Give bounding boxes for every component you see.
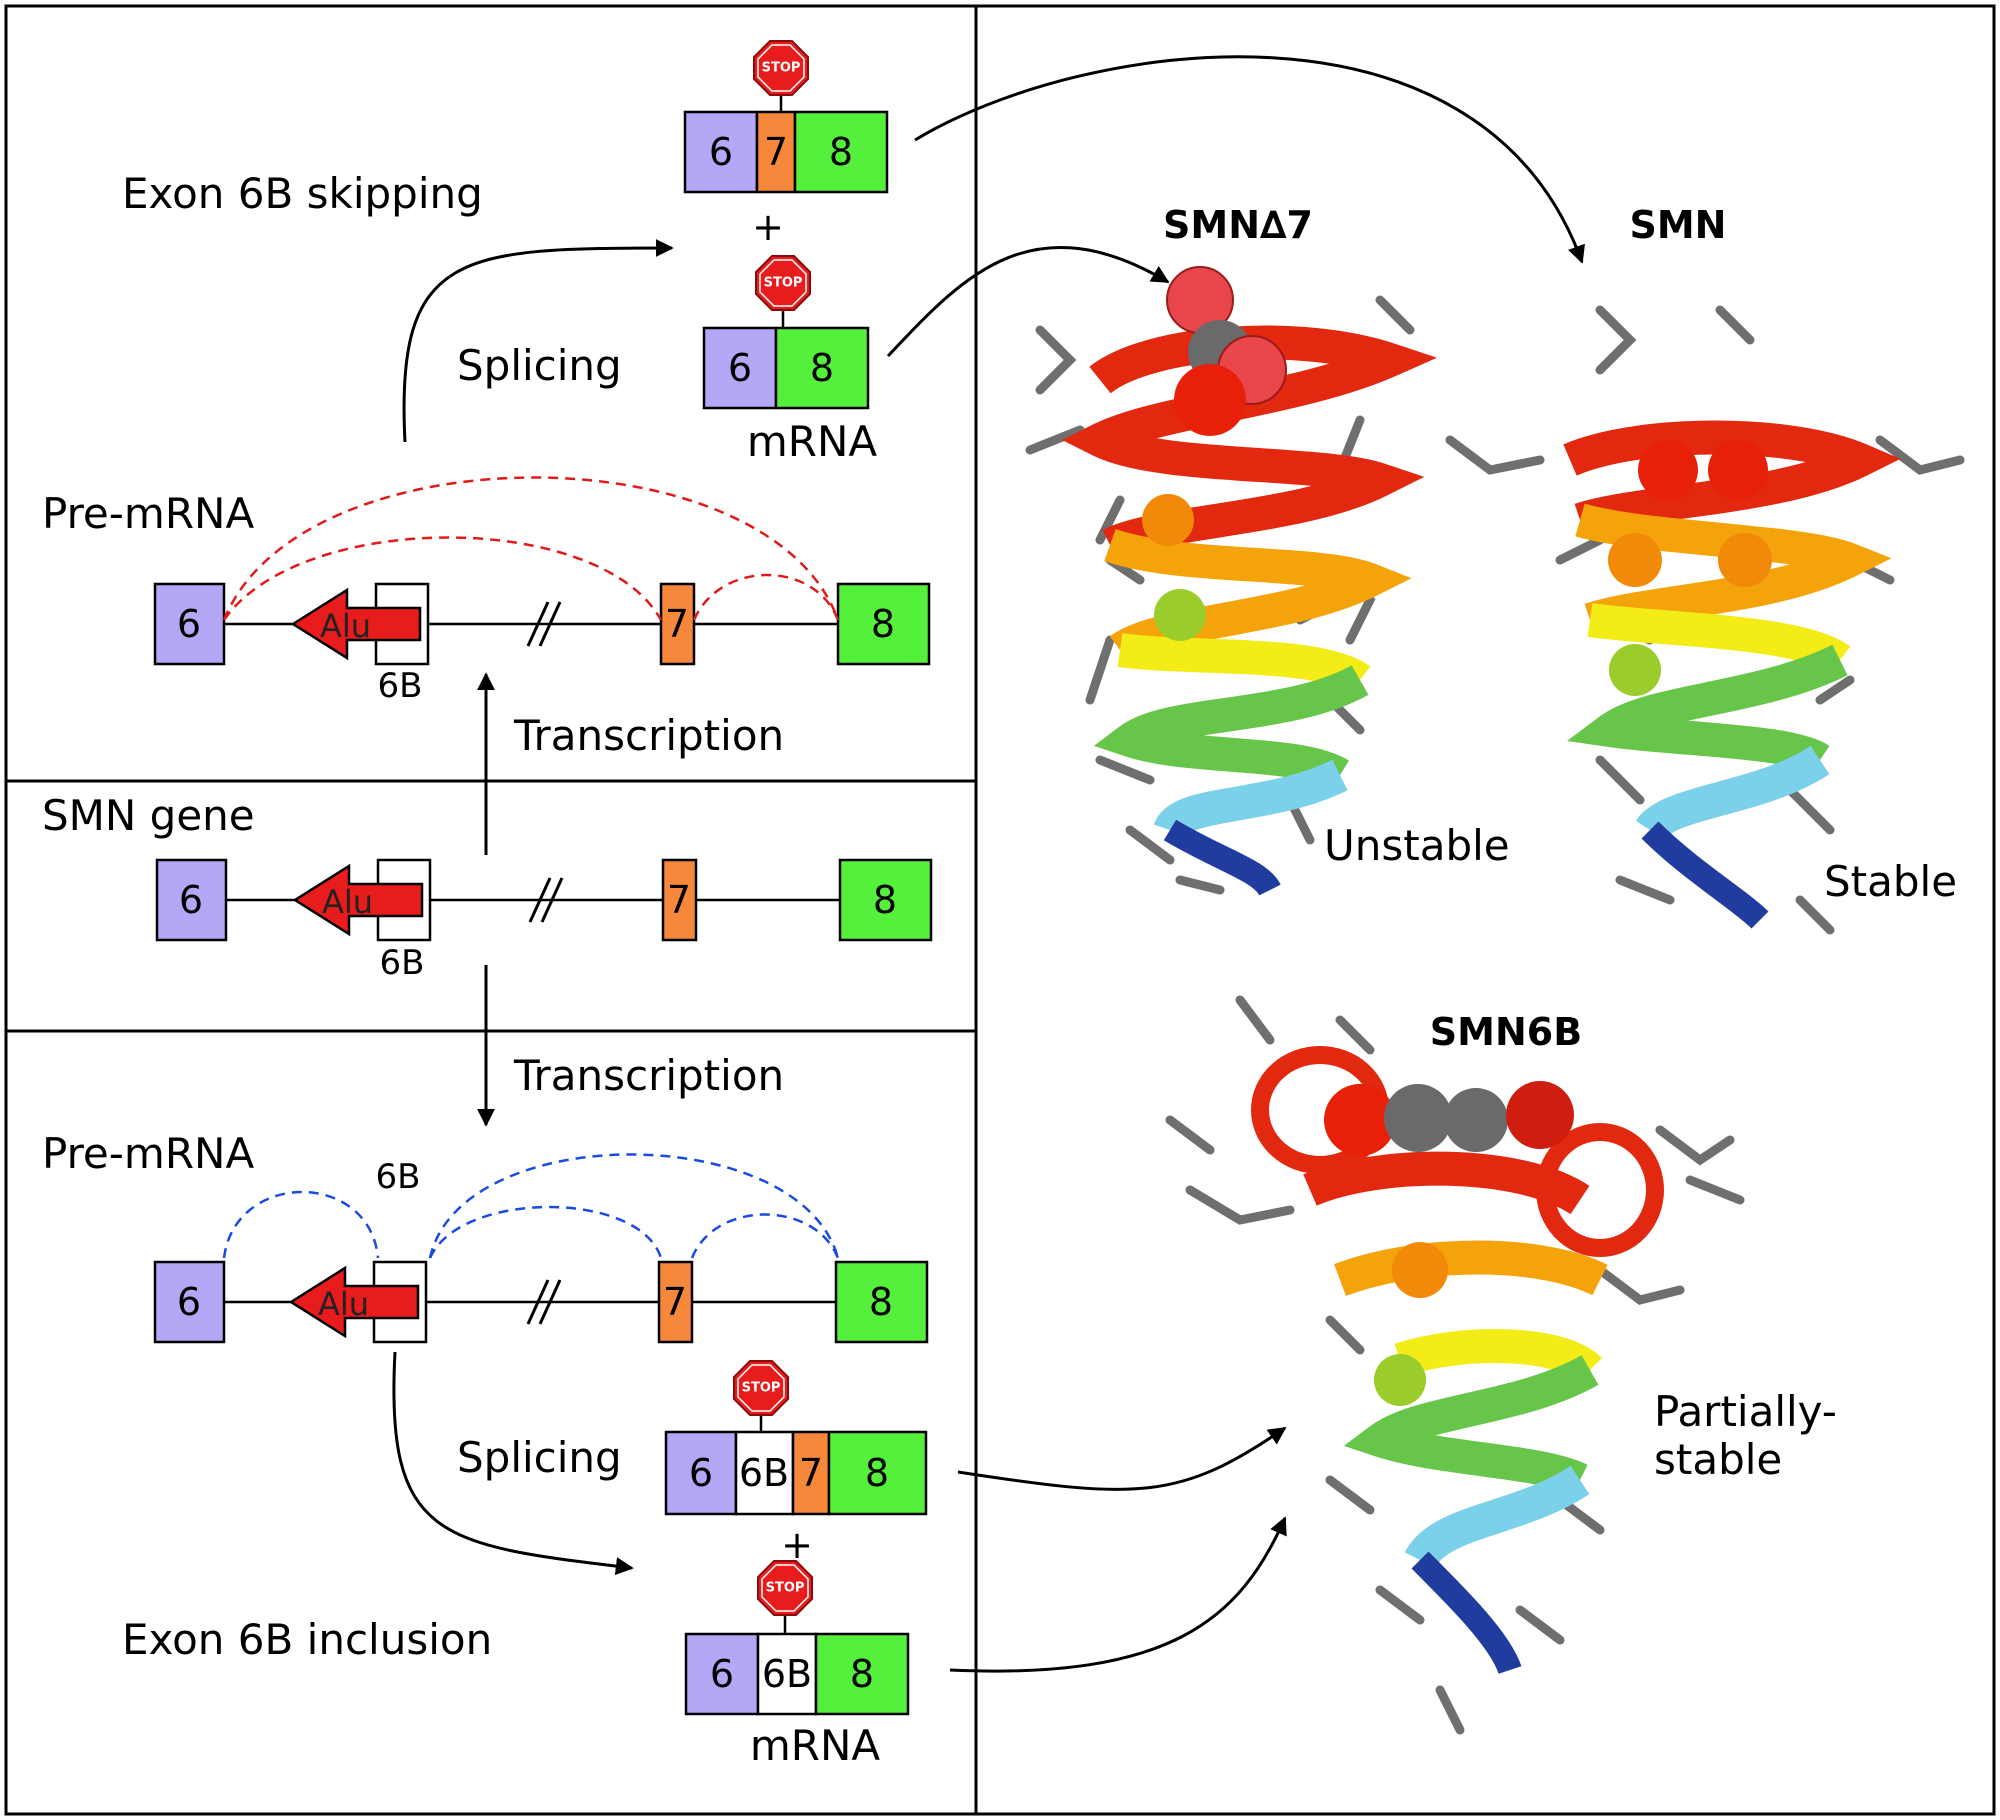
svg-text:6: 6 [709, 130, 733, 174]
smn6b-structure-icon [1165, 995, 1745, 1735]
intron-break-icon [526, 601, 562, 647]
alu-arrow-icon: Alu [288, 1265, 420, 1339]
label-6b-above: 6B [376, 1157, 421, 1197]
stop-sign-icon: STOP [755, 255, 811, 311]
mrna-label-bottom: mRNA [750, 1721, 881, 1770]
svg-text:7: 7 [663, 1280, 687, 1324]
svg-text:8: 8 [869, 1280, 893, 1324]
svg-text:STOP: STOP [742, 1381, 781, 1396]
stop-sign-icon: STOP [733, 1360, 789, 1416]
svg-text:6: 6 [689, 1451, 713, 1495]
smn6b-title: SMN6B [1430, 1010, 1582, 1054]
svg-text:6: 6 [177, 1280, 201, 1324]
svg-text:6: 6 [177, 602, 201, 646]
arrow-skipping-splicing [402, 239, 674, 443]
svg-text:8: 8 [810, 346, 834, 390]
alu-arrow-icon: Alu [292, 863, 424, 937]
alu-arrow-icon: Alu [290, 587, 422, 661]
smn6b-status-line2: stable [1654, 1435, 1782, 1484]
exon6b-skipping-label: Exon 6B skipping [122, 169, 483, 218]
arrow-to-smn6b-a [957, 1426, 1287, 1491]
smn6b-status-line1: Partially- [1654, 1387, 1837, 1436]
svg-text:7: 7 [667, 878, 691, 922]
label-6b-gene: 6B [380, 943, 425, 983]
arrow-inclusion-splicing [392, 1351, 634, 1576]
premrna-skipping: 6 Alu 6B 7 8 [153, 476, 931, 706]
arrow-to-smn6b-b [949, 1516, 1287, 1673]
svg-text:STOP: STOP [764, 276, 803, 291]
smn-gene: 6 Alu 6B 7 8 [155, 858, 933, 983]
premrna-inclusion: 6 Alu 7 8 [153, 1153, 929, 1344]
mrna-6-6b-7-8: STOP 6 6B 7 8 [664, 1360, 928, 1516]
premrna-label-bottom: Pre-mRNA [42, 1129, 254, 1178]
stop-sign-icon: STOP [753, 40, 809, 96]
panel-proteins-frame [974, 4, 1996, 1816]
svg-text:Alu: Alu [322, 883, 373, 921]
svg-text:Alu: Alu [318, 1285, 369, 1323]
svg-text:8: 8 [865, 1451, 889, 1495]
arrow-to-smn-delta7 [886, 245, 1170, 358]
svg-text:7: 7 [764, 130, 788, 174]
svg-text:6: 6 [710, 1652, 734, 1696]
svg-text:Alu: Alu [320, 607, 371, 645]
splicing-label-top: Splicing [457, 341, 622, 390]
transcription-down-label: Transcription [513, 1051, 784, 1100]
smn-delta7-status: Unstable [1324, 821, 1510, 870]
premrna-label-top: Pre-mRNA [42, 489, 254, 538]
mrna-label-top: mRNA [747, 417, 878, 466]
label-6b-top: 6B [378, 666, 423, 706]
svg-text:6: 6 [179, 878, 203, 922]
svg-text:8: 8 [873, 878, 897, 922]
intron-break-icon [528, 877, 564, 923]
svg-text:8: 8 [829, 130, 853, 174]
smn-delta7-structure-icon [1025, 266, 1438, 897]
svg-text:7: 7 [799, 1451, 823, 1495]
smn-gene-label: SMN gene [42, 791, 255, 840]
smn-status: Stable [1824, 857, 1957, 906]
svg-text:7: 7 [665, 602, 689, 646]
mrna-6-7-8: STOP 6 7 8 [683, 40, 889, 194]
arrow-to-smn [914, 55, 1585, 264]
smn-title: SMN [1630, 203, 1727, 247]
svg-text:STOP: STOP [762, 61, 801, 76]
smn-delta7-title: SMN∆7 [1163, 203, 1313, 247]
svg-text:8: 8 [871, 602, 895, 646]
plus-sign-bottom: + [781, 1523, 813, 1567]
svg-text:6: 6 [728, 346, 752, 390]
mrna-6-8: STOP 6 8 [702, 255, 870, 410]
stop-sign-icon: STOP [757, 1560, 813, 1616]
exon6b-inclusion-label: Exon 6B inclusion [122, 1615, 492, 1664]
splicing-label-bottom: Splicing [457, 1433, 622, 1482]
svg-text:STOP: STOP [766, 1581, 805, 1596]
transcription-up-label: Transcription [513, 711, 784, 760]
mrna-6-6b-8: STOP 6 6B 8 [684, 1560, 910, 1716]
smn-structure-icon [1445, 305, 1965, 935]
intron-break-icon [526, 1279, 562, 1325]
plus-sign-top: + [752, 205, 784, 249]
svg-text:8: 8 [850, 1652, 874, 1696]
svg-text:6B: 6B [739, 1451, 789, 1495]
svg-text:6B: 6B [762, 1652, 812, 1696]
